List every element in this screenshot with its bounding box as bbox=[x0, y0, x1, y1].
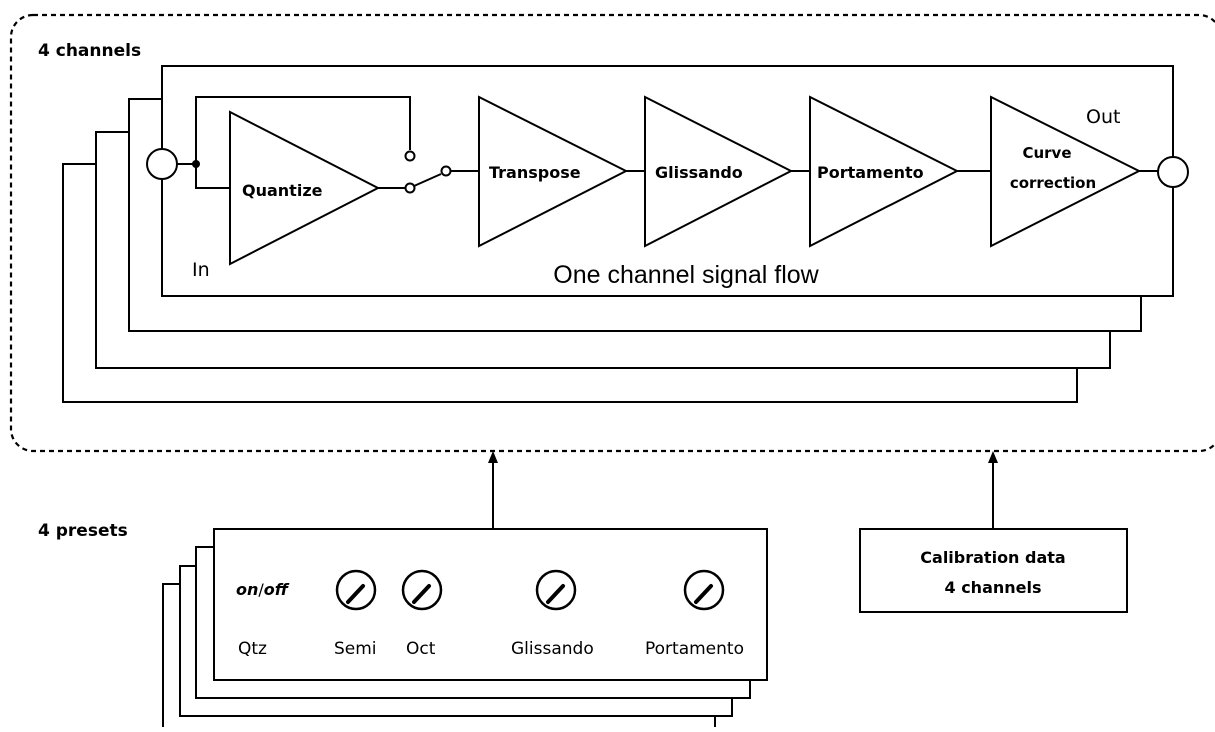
switch-contact-bypass bbox=[404, 150, 416, 162]
calibration-line1: Calibration data bbox=[920, 548, 1065, 567]
slash-text: / bbox=[258, 580, 264, 599]
channel-count-label: 4 channels bbox=[38, 41, 141, 61]
glissando-knob-icon bbox=[535, 569, 577, 611]
semi-label: Semi bbox=[334, 639, 377, 659]
on-off-toggle-label: on/off bbox=[236, 580, 290, 599]
curve-correction-block bbox=[990, 95, 1142, 248]
preset-panel-1 bbox=[213, 528, 768, 681]
calibration-box bbox=[859, 528, 1128, 613]
off-text: off bbox=[264, 580, 290, 599]
portamento-knob-icon bbox=[683, 569, 725, 611]
portamento-knob-label: Portamento bbox=[645, 639, 744, 659]
preset-arrowhead bbox=[488, 451, 498, 463]
oct-knob-icon bbox=[401, 569, 443, 611]
output-jack bbox=[1157, 156, 1189, 188]
transpose-block bbox=[478, 95, 629, 248]
glissando-block bbox=[644, 95, 794, 248]
wire bbox=[195, 164, 230, 189]
in-label: In bbox=[192, 259, 210, 281]
bypass-wire bbox=[195, 96, 411, 164]
portamento-block bbox=[809, 95, 960, 248]
portamento-label: Portamento bbox=[817, 163, 924, 182]
quantize-block bbox=[229, 110, 381, 266]
out-label: Out bbox=[1086, 106, 1120, 128]
preset-count-label: 4 presets bbox=[38, 521, 128, 541]
qtz-label: Qtz bbox=[238, 639, 267, 659]
switch-arm bbox=[413, 173, 442, 187]
curve-label-line1: Curve bbox=[1022, 144, 1071, 162]
switch-contact-quantize bbox=[404, 182, 416, 194]
calibration-line2: 4 channels bbox=[944, 578, 1041, 597]
transpose-label: Transpose bbox=[489, 163, 581, 182]
quantize-label: Quantize bbox=[242, 181, 323, 200]
input-jack bbox=[146, 148, 178, 180]
signal-flow-caption: One channel signal flow bbox=[553, 261, 819, 289]
channel-group-boundary bbox=[9, 13, 1215, 453]
calibration-arrowhead bbox=[988, 451, 998, 463]
glissando-knob-label: Glissando bbox=[511, 639, 594, 659]
switch-pivot bbox=[440, 165, 452, 177]
glissando-label: Glissando bbox=[655, 163, 743, 182]
semi-knob-icon bbox=[335, 569, 377, 611]
on-text: on bbox=[236, 580, 258, 599]
curve-label-line2: correction bbox=[1010, 174, 1096, 192]
oct-label: Oct bbox=[406, 639, 436, 659]
